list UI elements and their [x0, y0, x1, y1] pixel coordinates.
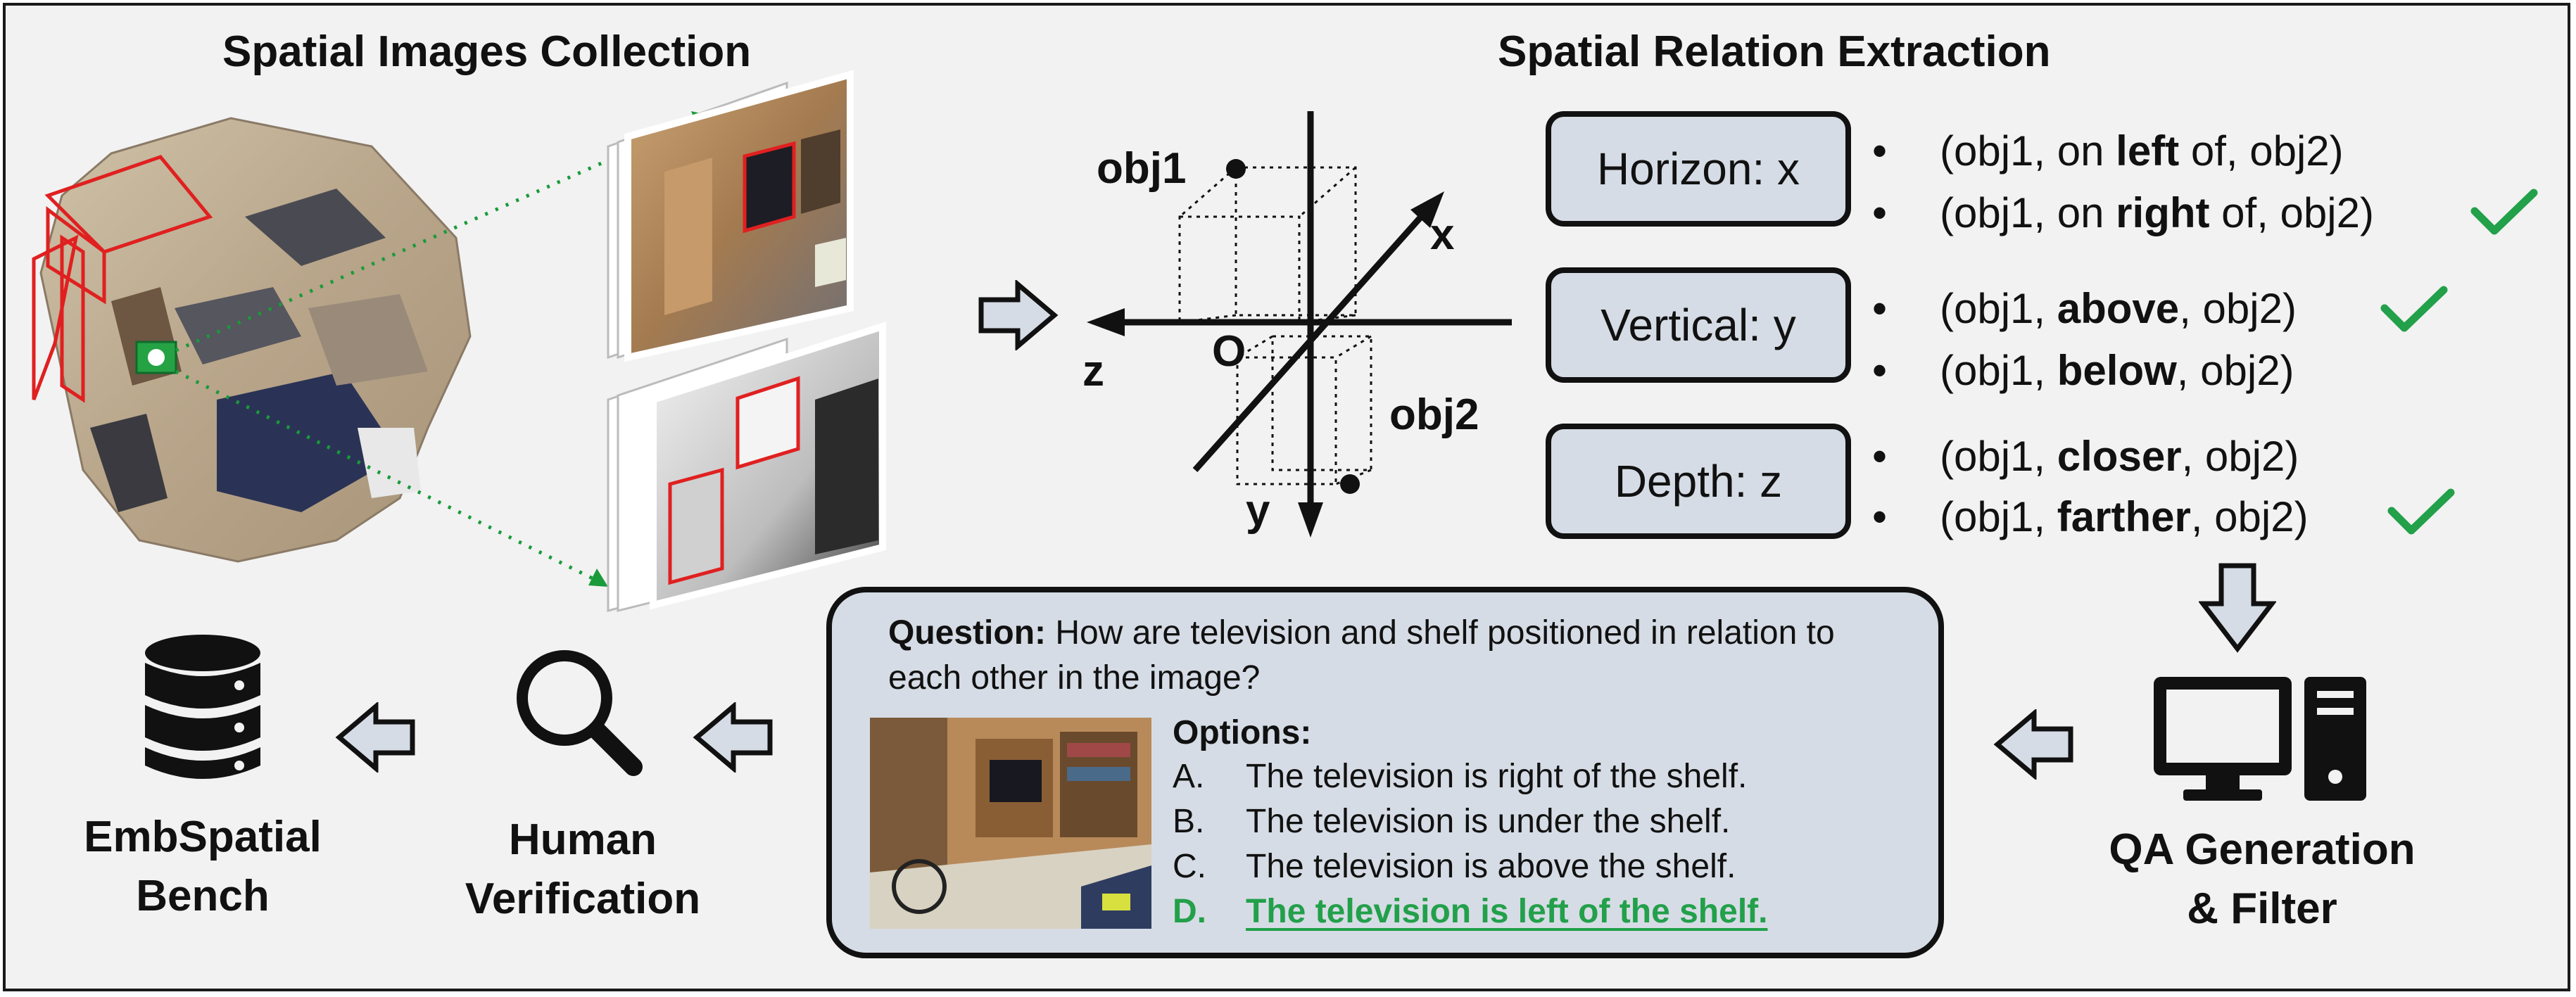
magnifier-icon [517, 650, 643, 776]
arrow-icon [335, 702, 415, 773]
extraction-title: Spatial Relation Extraction [1498, 27, 2051, 76]
option-c: C.The television is above the shelf. [1173, 848, 1736, 885]
arrow-icon [2199, 563, 2276, 653]
rgb-image-stack [607, 70, 854, 362]
question: Question: How are television and shelf p… [888, 614, 1835, 697]
checkmark-icon [2380, 286, 2448, 332]
relation-item: •(obj1, on right of, obj2) [1872, 189, 2374, 236]
camera-rays [175, 116, 705, 585]
checkmark-icon [2470, 189, 2538, 235]
collection-title: Spatial Images Collection [222, 27, 752, 76]
axes-diagram [1087, 111, 1512, 538]
question-image [870, 718, 1151, 929]
figure-frame: Spatial Images Collection Spatial Relati… [3, 3, 2570, 991]
bench-label: EmbSpatial Bench [84, 813, 322, 920]
z-axis-label: z [1082, 347, 1104, 395]
relation-item: •(obj1, closer, obj2) [1872, 433, 2299, 480]
y-axis-label: y [1246, 486, 1270, 535]
obj1-label: obj1 [1097, 144, 1187, 193]
x-axis-label: x [1430, 210, 1455, 259]
depth-image-stack [607, 322, 886, 612]
relation-item: •(obj1, farther, obj2) [1872, 493, 2309, 540]
relation-item: •(obj1, on left of, obj2) [1872, 127, 2344, 174]
qa-card: Question: How are television and shelf p… [826, 587, 1944, 958]
origin-label: O [1212, 327, 1246, 376]
options-label: Options: [1173, 714, 1312, 751]
arrow-icon [693, 702, 773, 773]
option-a: A.The television is right of the shelf. [1173, 758, 1748, 795]
option-d-correct: D.The television is left of the shelf. [1173, 893, 1768, 930]
checkmark-icon [2387, 488, 2455, 535]
relation-item: •(obj1, above, obj2) [1872, 285, 2297, 332]
depth-axis-box: Depth: z [1546, 424, 1851, 539]
vertical-axis-box: Vertical: y [1546, 267, 1851, 383]
room-scan [39, 117, 472, 563]
arrow-icon [978, 280, 1059, 350]
relation-item: •(obj1, below, obj2) [1872, 347, 2294, 394]
option-b: B.The television is under the shelf. [1173, 803, 1731, 840]
database-icon [145, 635, 260, 779]
scene-illustration [32, 70, 886, 612]
human-verification-label: Human Verification [465, 815, 701, 923]
computer-icon [2154, 677, 2366, 801]
scene-object-boxes [32, 155, 213, 403]
horizon-axis-box: Horizon: x [1546, 111, 1851, 227]
arrow-icon [1993, 709, 2073, 780]
qa-generation-label: QA Generation & Filter [2109, 825, 2416, 933]
obj2-label: obj2 [1389, 390, 1479, 439]
camera-marker [135, 341, 177, 374]
